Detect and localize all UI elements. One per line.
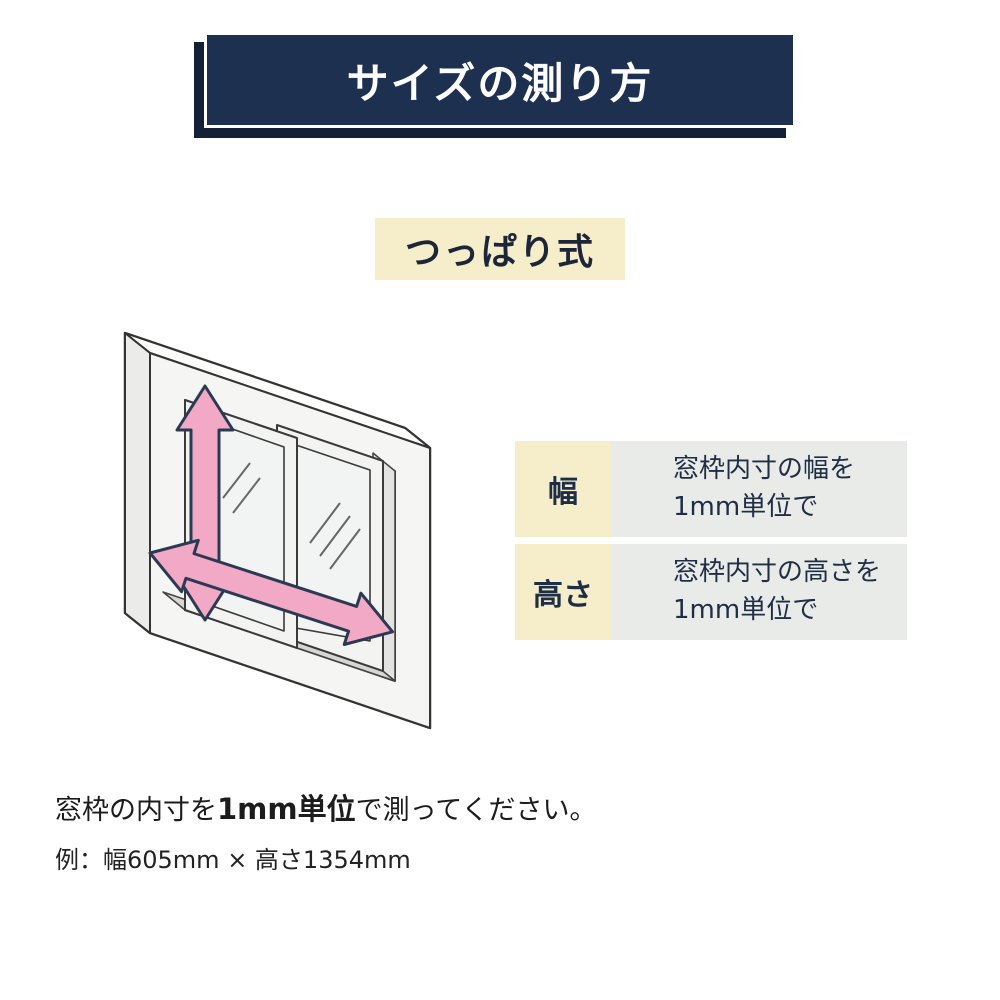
- footer-example: 例：幅605mm × 高さ1354mm: [55, 846, 411, 874]
- title-banner: サイズの測り方: [204, 32, 796, 128]
- height-desc-line2: 1mm単位で: [673, 595, 819, 625]
- right-glass-reflection-lines: [309, 502, 361, 570]
- height-desc-line1: 窓枠内寸の高さを: [673, 557, 882, 588]
- left-glass-reflection-lines: [222, 462, 261, 514]
- width-desc-line1: 窓枠内寸の幅を: [673, 454, 856, 485]
- footer-note: 窓枠の内寸を1mm単位で測ってください。 例：幅605mm × 高さ1354mm: [55, 786, 596, 875]
- row-content-height: 窓枠内寸の高さを 1mm単位で: [611, 544, 907, 640]
- subtitle-row: つっぱり式: [0, 218, 1000, 280]
- footer-instruction-emphasis: 1mm単位: [217, 792, 356, 826]
- table-row: 幅 窓枠内寸の幅を 1mm単位で: [515, 441, 907, 537]
- frame-left-face: [124, 332, 151, 634]
- window-isometric-illustration: [123, 331, 432, 730]
- footer-instruction-post: で測ってください。: [355, 795, 597, 826]
- table-row: 高さ 窓枠内寸の高さを 1mm単位で: [515, 544, 907, 640]
- row-label-width: 幅: [515, 441, 611, 537]
- row-content-width: 窓枠内寸の幅を 1mm単位で: [611, 441, 907, 537]
- horizontal-width-measure-arrow: [148, 538, 395, 646]
- width-desc-line2: 1mm単位で: [673, 492, 819, 522]
- footer-instruction: 窓枠の内寸を1mm単位で測ってください。: [55, 786, 596, 828]
- row-label-height: 高さ: [515, 544, 611, 640]
- footer-instruction-pre: 窓枠の内寸を: [55, 795, 217, 826]
- section-subtitle: つっぱり式: [374, 218, 625, 280]
- measurement-table: 幅 窓枠内寸の幅を 1mm単位で 高さ 窓枠内寸の高さを 1mm単位で: [515, 441, 907, 647]
- page-title: サイズの測り方: [346, 58, 654, 108]
